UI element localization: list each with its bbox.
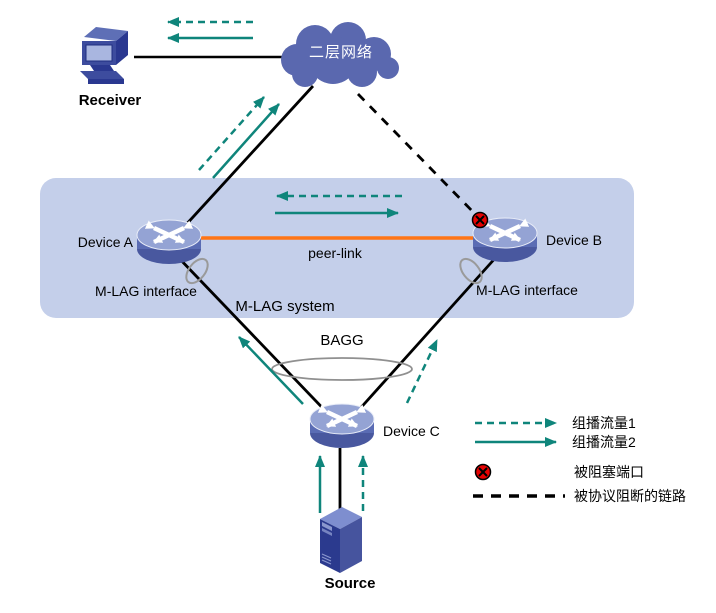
legend-markers (473, 418, 565, 498)
link-cloud-device-a (170, 85, 315, 241)
legend-label-multicast1: 组播流量1 (572, 415, 636, 431)
multicast2-arrow-device-c-to-a (238, 336, 304, 405)
device-c-icon (310, 404, 374, 448)
legend-label-blocked-link: 被协议阻断的链路 (574, 488, 686, 504)
device-c-label: Device C (383, 423, 440, 439)
source-server-icon (320, 507, 362, 573)
receiver-pc-icon (80, 27, 128, 84)
peer-link-label: peer-link (308, 245, 362, 261)
multicast2-arrow-device-a-to-cloud (212, 103, 280, 179)
mlag-interface-label-left: M-LAG interface (95, 283, 197, 299)
bagg-label: BAGG (320, 332, 364, 349)
blocked-port-icon (471, 211, 489, 229)
device-b-label: Device B (546, 232, 603, 248)
legend-label-multicast2: 组播流量2 (572, 434, 636, 450)
bagg-ellipse (271, 357, 413, 381)
mlag-system-label: M-LAG system (235, 298, 335, 315)
link-device-a-device-c (174, 254, 338, 423)
source-label: Source (324, 575, 376, 592)
mlag-interface-loop-b (459, 257, 483, 285)
cloud-label: 二层网络 (308, 44, 373, 61)
receiver-label: Receiver (78, 92, 142, 109)
layer2-network-cloud (281, 22, 399, 87)
blocked-link-cloud-device-b (356, 93, 481, 219)
multicast1-arrow-device-a-to-cloud (198, 96, 265, 171)
device-a-label: Device A (77, 234, 133, 250)
device-a-icon (137, 220, 201, 264)
mlag-interface-label-right: M-LAG interface (476, 282, 578, 298)
legend-label-blocked-port: 被阻塞端口 (574, 464, 644, 480)
legend-blocked-port-icon (474, 463, 492, 481)
mlag-interface-loop-a (185, 257, 209, 285)
